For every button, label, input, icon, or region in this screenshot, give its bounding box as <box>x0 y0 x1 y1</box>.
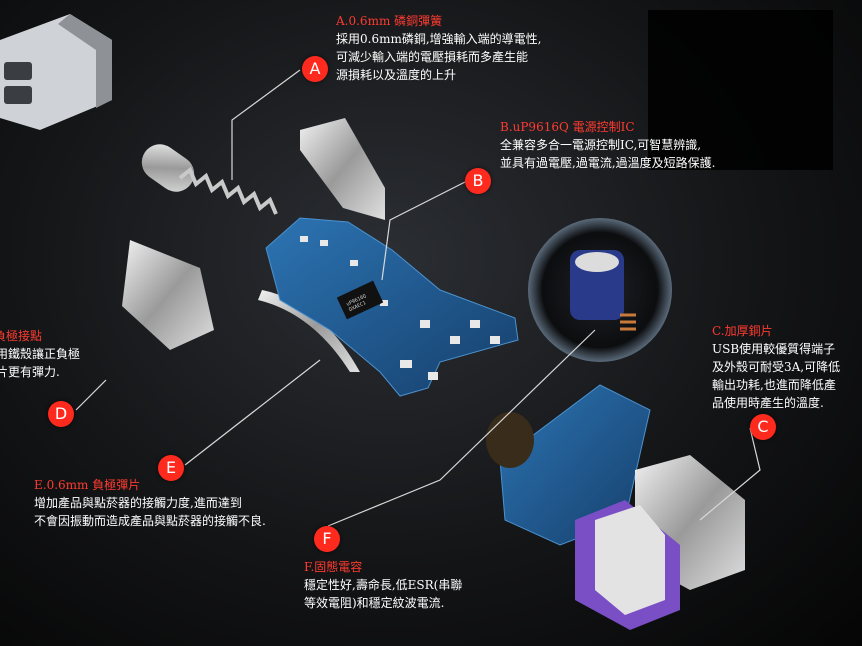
annotation-d: 負極接點 使用鐵殼讓正負極 彈片更有彈力. <box>0 327 80 381</box>
annotation-c: C.加厚銅片 USB使用較優質得端子 及外殼可耐受3A,可降低 輸出功耗,也進而… <box>712 322 840 412</box>
marker-a: A <box>302 56 328 82</box>
annotation-a: A.0.6mm 磷銅彈簧 採用0.6mm磷銅,增強輸入端的導電性, 可減少輸入端… <box>336 12 541 84</box>
annotation-f-line: 等效電阻)和穩定紋波電流. <box>304 596 445 610</box>
leader-lines <box>75 69 761 527</box>
annotation-b-title: B.uP9616Q 電源控制IC <box>500 120 635 134</box>
marker-e: E <box>158 455 184 481</box>
usb-port-icon <box>4 62 32 80</box>
marker-f: F <box>314 526 340 552</box>
annotation-c-line: 輸出功耗,也進而降低產 <box>712 378 836 392</box>
power-ic-chip <box>336 280 384 320</box>
annotation-e-line: 增加產品與點菸器的接觸力度,進而達到 <box>34 496 242 510</box>
annotation-a-line: 源損耗以及溫度的上升 <box>336 68 457 82</box>
annotation-f: F.固態電容 穩定性好,壽命長,低ESR(串聯 等效電阻)和穩定紋波電流. <box>304 558 462 612</box>
annotation-b-line: 並具有過電壓,過電流,過溫度及短路保護. <box>500 156 716 170</box>
negative-contact <box>122 240 214 350</box>
capacitor-closeup <box>528 218 672 362</box>
annotation-d-line: 使用鐵殼讓正負極 <box>0 347 81 361</box>
negative-spring-strip <box>258 290 360 372</box>
annotation-b: B.uP9616Q 電源控制IC 全兼容多合一電源控制IC,可智慧辨識, 並具有… <box>500 118 715 172</box>
annotation-b-line: 全兼容多合一電源控制IC,可智慧辨識, <box>500 138 702 152</box>
annotation-a-title: A.0.6mm 磷銅彈簧 <box>336 14 443 28</box>
annotation-f-title: F.固態電容 <box>304 560 363 574</box>
metal-clip-top <box>300 118 385 220</box>
annotation-c-line: 及外殼可耐受3A,可降低 <box>712 360 841 374</box>
annotation-e-title: E.0.6mm 負極彈片 <box>34 478 141 492</box>
annotation-a-line: 採用0.6mm磷銅,增強輸入端的導電性, <box>336 32 542 46</box>
annotation-d-title: 負極接點 <box>0 329 43 343</box>
main-pcb <box>265 217 519 397</box>
annotation-d-line: 彈片更有彈力. <box>0 365 60 379</box>
annotation-e: E.0.6mm 負極彈片 增加產品與點菸器的接觸力度,進而達到 不會因振動而造成… <box>34 476 266 530</box>
marker-c: C <box>750 414 776 440</box>
annotation-c-title: C.加厚銅片 <box>712 324 773 338</box>
annotation-c-line: 品使用時產生的溫度. <box>712 396 824 410</box>
usb-ports <box>575 455 745 630</box>
dark-panel <box>648 10 833 170</box>
annotation-a-line: 可減少輸入端的電壓損耗而多產生能 <box>336 50 529 64</box>
usb-port-icon <box>4 86 32 104</box>
annotation-c-line: USB使用較優質得端子 <box>712 342 836 356</box>
copper-spring <box>141 144 278 215</box>
charger-product-photo <box>0 14 112 130</box>
annotation-f-line: 穩定性好,壽命長,低ESR(串聯 <box>304 578 463 592</box>
marker-d: D <box>48 401 74 427</box>
annotation-e-line: 不會因振動而造成產品與點菸器的接觸不良. <box>34 514 266 528</box>
marker-b: B <box>465 168 491 194</box>
